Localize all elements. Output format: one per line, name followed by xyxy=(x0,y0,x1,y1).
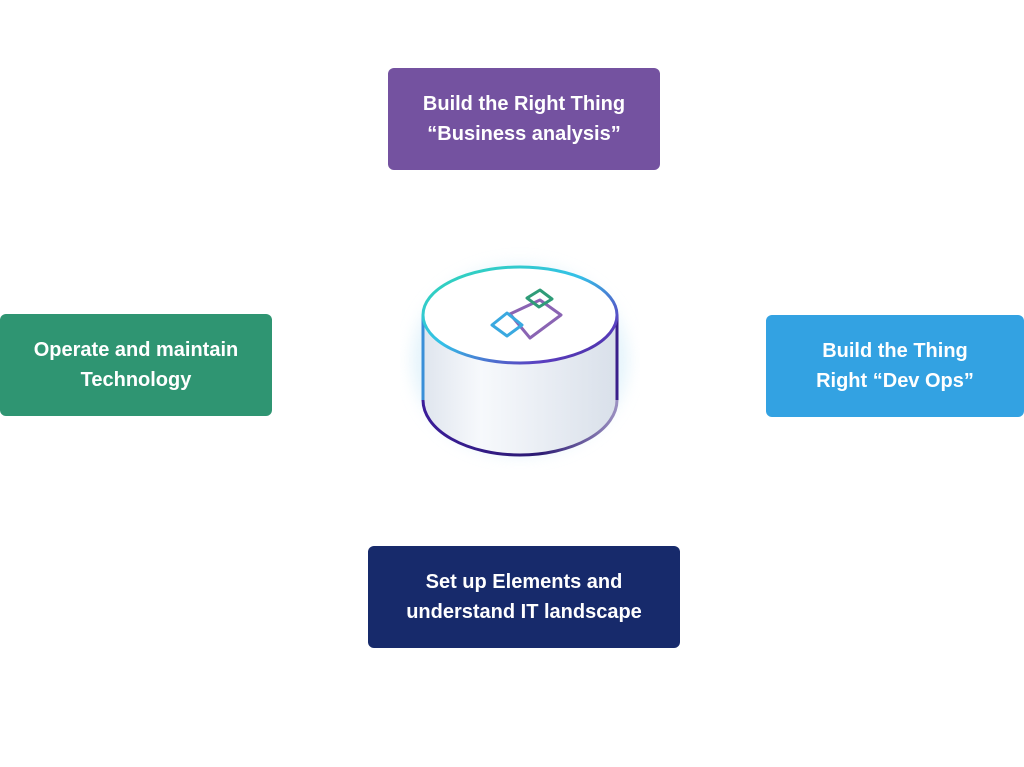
node-label-line: Operate and maintain xyxy=(33,339,239,361)
node-operate-maintain: Operate and maintain Technology xyxy=(0,314,272,416)
node-label-line: Build the Right Thing xyxy=(422,93,626,115)
node-build-right-thing: Build the Right Thing “Business analysis… xyxy=(388,68,660,170)
node-build-thing-right: Build the Thing Right “Dev Ops” xyxy=(766,315,1024,417)
node-label-line: understand IT landscape xyxy=(406,601,642,623)
node-label-line: Set up Elements and xyxy=(425,571,623,593)
node-label-line: Technology xyxy=(80,369,192,391)
central-hub-cylinder xyxy=(412,265,628,457)
overlapping-squares-icon xyxy=(490,288,563,340)
node-label-line: Right “Dev Ops” xyxy=(816,370,974,392)
node-label-line: Build the Thing xyxy=(822,340,968,362)
node-set-up-elements: Set up Elements and understand IT landsc… xyxy=(368,546,680,648)
node-label-line: “Business analysis” xyxy=(427,123,621,145)
